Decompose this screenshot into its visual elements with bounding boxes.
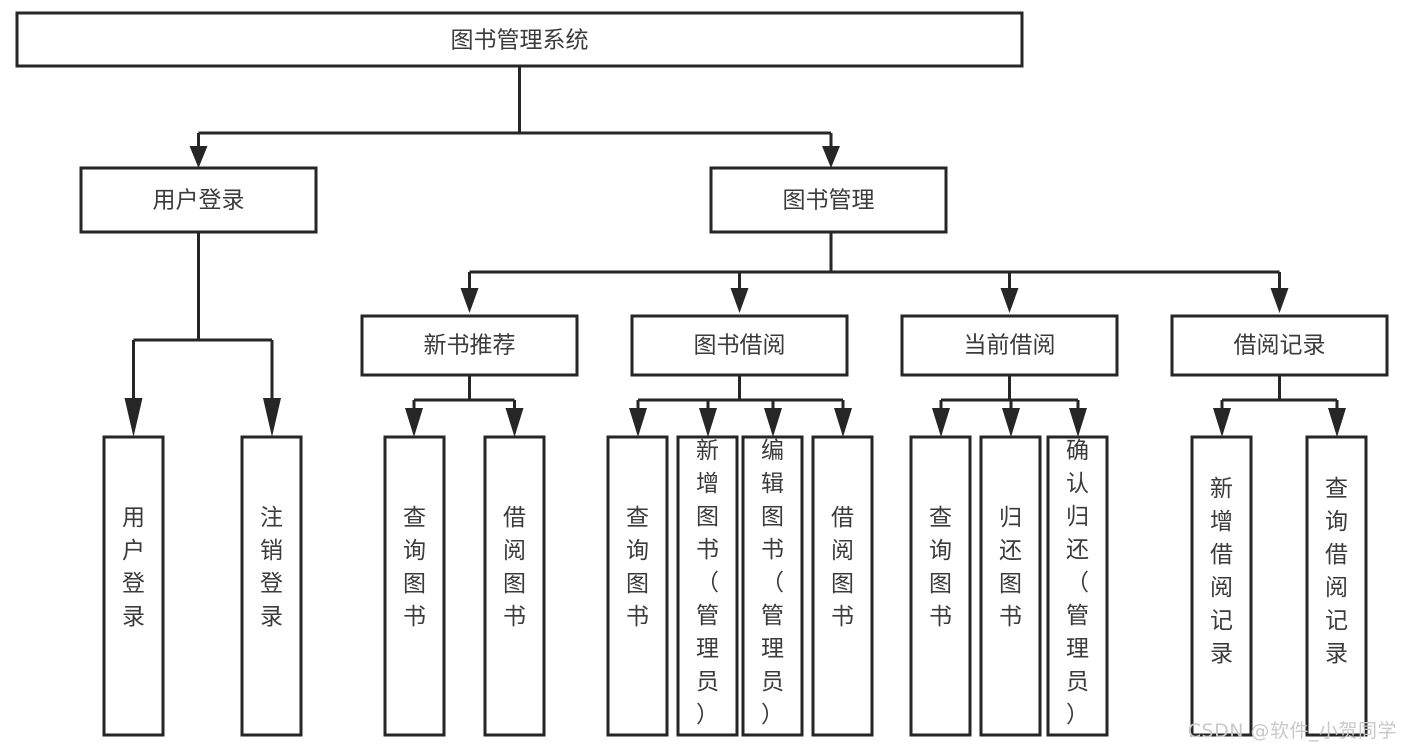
leaf-confirm-return-admin-label: 确认归还（管理员） — [1066, 438, 1089, 728]
leaf-edit-book-admin-box[interactable] — [741, 435, 804, 737]
leaf-add-book-admin[interactable]: 新增图书（管理员） — [676, 435, 739, 737]
arrow-to-leaf-query-book-b — [629, 408, 647, 437]
arrow-to-leaf-user-login — [124, 398, 143, 437]
node-new-book-recommend[interactable]: 新书推荐 — [360, 314, 579, 377]
leaf-return-book-box[interactable] — [979, 435, 1042, 737]
leaf-user-login[interactable]: 用户登录 — [102, 435, 165, 737]
leaf-edit-book-admin[interactable]: 编辑图书（管理员） — [741, 435, 804, 737]
csdn-watermark: CSDN @软件_小贺同学 — [1187, 720, 1397, 742]
leaf-user-login-label: 用户登录 — [122, 505, 145, 630]
arrow-to-leaf-borrow-book-a — [505, 408, 524, 437]
node-borrow-records-box[interactable] — [1170, 314, 1389, 377]
leaf-borrow-book-bb-box[interactable] — [811, 435, 874, 737]
arrow-to-leaf-query-record — [1328, 408, 1346, 437]
arrow-to-leaf-borrow-book-b — [834, 408, 852, 437]
leaf-confirm-return-admin[interactable]: 确认归还（管理员） — [1046, 435, 1109, 737]
leaf-query-borrow-record-box[interactable] — [1305, 435, 1368, 737]
leaf-add-book-admin-label: 新增图书（管理员） — [696, 438, 719, 728]
leaf-query-book-bb-label: 查询图书 — [626, 505, 649, 630]
arrow-to-leaf-add-record — [1213, 408, 1231, 437]
arrow-to-book-management — [822, 146, 840, 168]
node-new-book-recommend-box[interactable] — [360, 314, 579, 377]
node-book-management[interactable]: 图书管理 — [709, 166, 948, 234]
arrow-to-leaf-logout — [263, 398, 281, 437]
arrow-to-leaf-confirm-return — [1069, 408, 1087, 437]
connectors — [124, 66, 1346, 437]
node-current-borrow-box[interactable] — [900, 314, 1119, 377]
leaf-add-borrow-record[interactable]: 新增借阅记录 — [1190, 435, 1253, 737]
node-book-borrow[interactable]: 图书借阅 — [630, 314, 849, 377]
leaf-query-borrow-record[interactable]: 查询借阅记录 — [1305, 435, 1368, 737]
node-new-book-recommend-label: 新书推荐 — [424, 333, 516, 359]
node-user-login[interactable]: 用户登录 — [79, 166, 318, 234]
node-book-borrow-box[interactable] — [630, 314, 849, 377]
arrow-to-user-login — [189, 146, 208, 168]
node-root-box[interactable] — [15, 11, 1024, 68]
leaf-add-borrow-record-label: 新增借阅记录 — [1210, 476, 1233, 667]
node-borrow-records-label: 借阅记录 — [1234, 333, 1326, 359]
leaf-query-borrow-record-label: 查询借阅记录 — [1325, 476, 1348, 667]
node-root-label: 图书管理系统 — [451, 28, 589, 54]
leaf-query-book-nbr-box[interactable] — [383, 435, 446, 737]
arrow-to-new-book-rec — [460, 288, 479, 313]
arrow-to-leaf-return-book — [1002, 408, 1020, 437]
leaf-confirm-return-admin-box[interactable] — [1046, 435, 1109, 737]
leaf-query-book-nbr-label: 查询图书 — [403, 505, 426, 630]
node-book-management-label: 图书管理 — [783, 188, 875, 214]
leaf-query-book-nbr[interactable]: 查询图书 — [383, 435, 446, 737]
leaf-query-book-cb-box[interactable] — [909, 435, 972, 737]
leaf-logout-box[interactable] — [240, 435, 303, 737]
leaf-borrow-book-bb-label: 借阅图书 — [831, 505, 854, 630]
node-book-borrow-label: 图书借阅 — [694, 333, 786, 359]
leaf-logout[interactable]: 注销登录 — [240, 435, 303, 737]
leaf-query-book-cb-label: 查询图书 — [929, 505, 952, 630]
arrow-to-book-borrow — [730, 288, 749, 313]
leaf-borrow-book-nbr-box[interactable] — [483, 435, 546, 737]
node-user-login-box[interactable] — [79, 166, 318, 234]
leaf-query-book-cb[interactable]: 查询图书 — [909, 435, 972, 737]
node-current-borrow-label: 当前借阅 — [964, 333, 1056, 359]
arrow-to-leaf-add-book — [699, 408, 717, 437]
arrow-to-borrow-records — [1270, 288, 1289, 313]
leaf-query-book-bb-box[interactable] — [606, 435, 669, 737]
node-root[interactable]: 图书管理系统 — [15, 11, 1024, 68]
leaf-user-login-box[interactable] — [102, 435, 165, 737]
leaf-return-book-label: 归还图书 — [999, 505, 1022, 630]
leaf-query-book-bb[interactable]: 查询图书 — [606, 435, 669, 737]
node-book-management-box[interactable] — [709, 166, 948, 234]
leaf-borrow-book-nbr[interactable]: 借阅图书 — [483, 435, 546, 737]
leaf-borrow-book-nbr-label: 借阅图书 — [503, 505, 526, 630]
arrow-to-leaf-edit-book — [764, 408, 782, 437]
arrow-to-current-borrow — [1000, 288, 1019, 313]
arrow-to-leaf-query-book-a — [405, 408, 423, 437]
leaf-logout-label: 注销登录 — [260, 505, 283, 630]
leaf-add-book-admin-box[interactable] — [676, 435, 739, 737]
leaf-add-borrow-record-box[interactable] — [1190, 435, 1253, 737]
leaf-return-book[interactable]: 归还图书 — [979, 435, 1042, 737]
arrow-to-leaf-query-book-c — [932, 408, 950, 437]
node-user-login-label: 用户登录 — [153, 188, 245, 214]
leaf-borrow-book-bb[interactable]: 借阅图书 — [811, 435, 874, 737]
node-borrow-records[interactable]: 借阅记录 — [1170, 314, 1389, 377]
node-current-borrow[interactable]: 当前借阅 — [900, 314, 1119, 377]
leaf-edit-book-admin-label: 编辑图书（管理员） — [761, 438, 784, 728]
